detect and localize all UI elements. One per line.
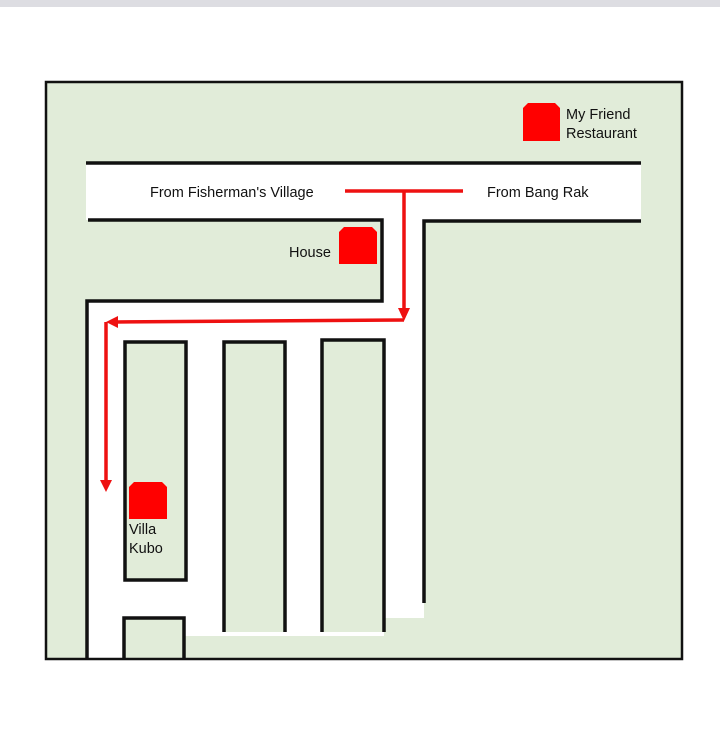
route-arrows [100,308,410,492]
house-marker-icon [339,227,377,264]
top-bar [0,0,720,7]
block-south [124,618,184,659]
south-land [184,636,424,659]
restaurant-label: My Friend Restaurant [566,106,637,144]
arrow-left-icon [106,316,118,328]
house-label: House [289,245,331,261]
map-frame [44,80,684,661]
route-path [104,189,463,482]
road-label-east: From Bang Rak [487,185,589,201]
road-edges [85,161,641,659]
road-label-west: From Fisherman's Village [150,185,314,201]
arrow-down-icon [398,308,410,321]
villa-label: Villa Kubo [129,521,163,559]
arrow-down-icon [100,480,112,492]
restaurant-marker-icon [523,103,560,141]
villa-label-line1: Villa [129,522,157,538]
villa-label-line2: Kubo [129,541,163,557]
block-3 [322,340,384,632]
block-2 [224,342,285,632]
restaurant-label-line1: My Friend [566,107,631,123]
block-villa [125,342,186,580]
restaurant-label-line2: Restaurant [566,126,637,142]
villa-marker-icon [129,482,167,519]
west-lane-end [86,636,124,659]
south-land-2 [384,618,424,638]
